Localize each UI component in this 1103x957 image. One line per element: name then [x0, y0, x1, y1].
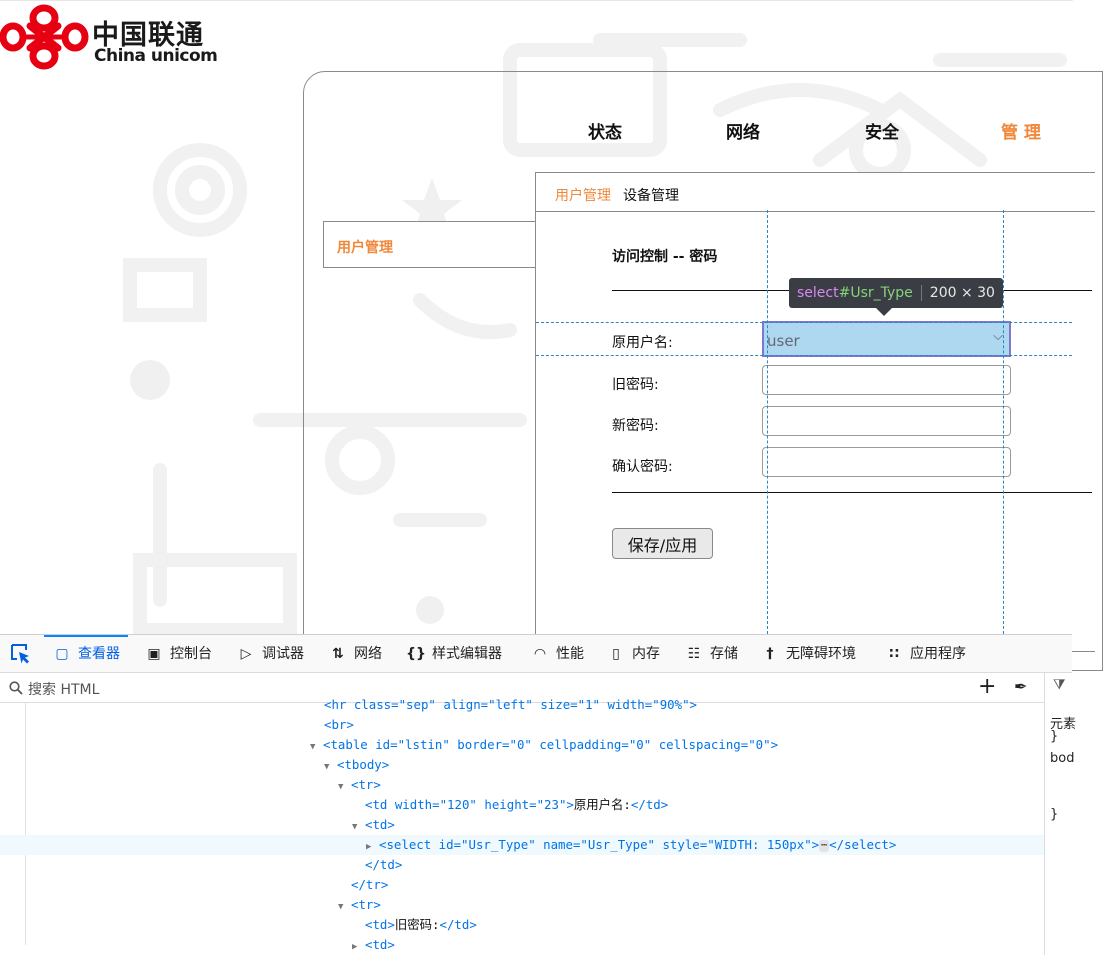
- brand-name-cn: 中国联通: [92, 20, 204, 51]
- username-select[interactable]: user ⌵: [762, 321, 1011, 357]
- html-search-bar[interactable]: 搜索 HTML + ✒: [0, 673, 1044, 703]
- subtab-bar: 用户管理 设备管理: [536, 173, 1095, 212]
- devtools-tabbar: ▢查看器 ▣控制台 ▷调试器 ⇅网络 {}样式编辑器 ◠性能 ▯内存 ☷存储 †…: [0, 635, 1072, 673]
- element-picker-icon: [11, 644, 29, 664]
- inspector-icon: ▢: [55, 646, 69, 662]
- tree-row[interactable]: ▼<table id="lstin" border="0" cellpaddin…: [310, 737, 779, 752]
- new-password-input[interactable]: [762, 406, 1011, 436]
- tab-application[interactable]: ∷应用程序: [884, 635, 966, 673]
- debugger-icon: ▷: [240, 646, 252, 662]
- old-password-input[interactable]: [762, 365, 1011, 395]
- brand-name-en: China unicom: [94, 46, 218, 66]
- tree-row[interactable]: </td>: [365, 857, 403, 872]
- tree-row[interactable]: <br>: [324, 717, 354, 732]
- console-icon: ▣: [147, 646, 161, 662]
- confirm-password-label: 确认密码:: [612, 459, 673, 475]
- tab-debugger[interactable]: ▷调试器: [236, 635, 304, 673]
- tooltip-arrow: [876, 308, 892, 316]
- add-node-icon[interactable]: +: [978, 674, 997, 699]
- tree-row[interactable]: ▼<tr>: [338, 777, 381, 792]
- tree-row[interactable]: <td>旧密码:</td>: [365, 917, 477, 932]
- section-title: 访问控制 -- 密码: [612, 249, 718, 265]
- style-editor-icon: {}: [406, 646, 426, 662]
- new-password-label: 新密码:: [612, 418, 659, 434]
- tab-storage[interactable]: ☷存储: [684, 635, 738, 673]
- side-panel-text: }: [1050, 729, 1059, 744]
- chevron-down-icon: ⌵: [993, 329, 1003, 344]
- tooltip-tag: select: [797, 285, 839, 301]
- old-password-label: 旧密码:: [612, 377, 659, 393]
- confirm-password-input[interactable]: [762, 447, 1011, 477]
- inspector-guide-right: [1003, 210, 1004, 634]
- background-illustration: [0, 0, 1073, 637]
- element-picker-button[interactable]: [0, 635, 40, 673]
- china-unicom-logo[interactable]: 中国联通 China unicom: [0, 4, 220, 70]
- inspector-guide-top: [536, 322, 1072, 323]
- tab-performance[interactable]: ◠性能: [530, 635, 584, 673]
- username-label: 原用户名:: [612, 335, 673, 351]
- search-icon: [9, 681, 23, 695]
- unicom-knot-icon: [0, 4, 89, 70]
- tree-row-selected[interactable]: ▶<select id="Usr_Type" name="Usr_Type" s…: [0, 835, 1044, 855]
- inspector-guide-bottom: [536, 355, 1072, 356]
- tree-row[interactable]: </tr>: [351, 877, 389, 892]
- content-panel: 用户管理 设备管理 访问控制 -- 密码 原用户名: user ⌵ 旧密码: 新…: [535, 172, 1095, 652]
- tab-style-editor[interactable]: {}样式编辑器: [406, 635, 502, 673]
- nav-status[interactable]: 状态: [588, 123, 622, 143]
- accessibility-icon: †: [766, 646, 774, 662]
- tab-accessibility[interactable]: †无障碍环境: [760, 635, 857, 673]
- sidebar-item-label: 用户管理: [337, 240, 393, 256]
- divider: [612, 492, 1092, 493]
- tree-row[interactable]: <td width="120" height="23">原用户名:</td>: [365, 797, 669, 812]
- inspector-tooltip: select#Usr_Type 200 × 30: [789, 278, 1003, 308]
- subtab-device-management[interactable]: 设备管理: [623, 188, 679, 204]
- sidebar-item-user-management[interactable]: 用户管理: [323, 221, 537, 268]
- nav-management[interactable]: 管 理: [1001, 123, 1041, 143]
- network-icon: ⇅: [332, 646, 344, 662]
- application-icon: ∷: [889, 646, 899, 662]
- performance-icon: ◠: [534, 646, 546, 662]
- tab-network[interactable]: ⇅网络: [328, 635, 382, 673]
- side-panel-text: }: [1050, 807, 1059, 822]
- devtools-panel: ▢查看器 ▣控制台 ▷调试器 ⇅网络 {}样式编辑器 ◠性能 ▯内存 ☷存储 †…: [0, 634, 1076, 955]
- storage-icon: ☷: [687, 646, 701, 662]
- memory-icon: ▯: [612, 646, 620, 662]
- inspector-guide-left: [767, 210, 768, 634]
- tree-row[interactable]: <hr class="sep" align="left" size="1" wi…: [324, 697, 697, 712]
- collapsed-children-icon[interactable]: ⋯: [819, 839, 830, 852]
- username-select-value: user: [767, 332, 800, 350]
- nav-security[interactable]: 安全: [865, 123, 899, 143]
- tab-inspector[interactable]: ▢查看器: [44, 635, 128, 673]
- tree-row[interactable]: ▶<td>: [352, 937, 395, 952]
- tree-row[interactable]: ▼<td>: [352, 817, 395, 832]
- tree-row[interactable]: ▼<tbody>: [324, 757, 390, 772]
- tree-row[interactable]: ▼<tr>: [338, 897, 381, 912]
- side-panel-text: 元素: [1050, 717, 1077, 732]
- nav-network[interactable]: 网络: [726, 123, 760, 143]
- filter-icon[interactable]: ⧩: [1053, 677, 1066, 693]
- tab-memory[interactable]: ▯内存: [606, 635, 660, 673]
- subtab-user-management[interactable]: 用户管理: [555, 188, 611, 204]
- tooltip-id: #Usr_Type: [838, 285, 913, 301]
- search-input[interactable]: 搜索 HTML: [28, 682, 100, 698]
- tooltip-size: 200 × 30: [929, 285, 995, 301]
- save-apply-button[interactable]: 保存/应用: [612, 528, 713, 559]
- page-viewport: 中国联通 China unicom 状态 网络 安全 管 理 用户管理 用户管理…: [0, 0, 1103, 671]
- rules-side-panel: ⧩ 元素 } bod }: [1044, 673, 1076, 955]
- html-tree: <hr class="sep" align="left" size="1" wi…: [0, 697, 1044, 952]
- tab-console[interactable]: ▣控制台: [144, 635, 212, 673]
- side-panel-text: bod: [1050, 751, 1075, 766]
- eyedropper-icon[interactable]: ✒: [1014, 677, 1028, 696]
